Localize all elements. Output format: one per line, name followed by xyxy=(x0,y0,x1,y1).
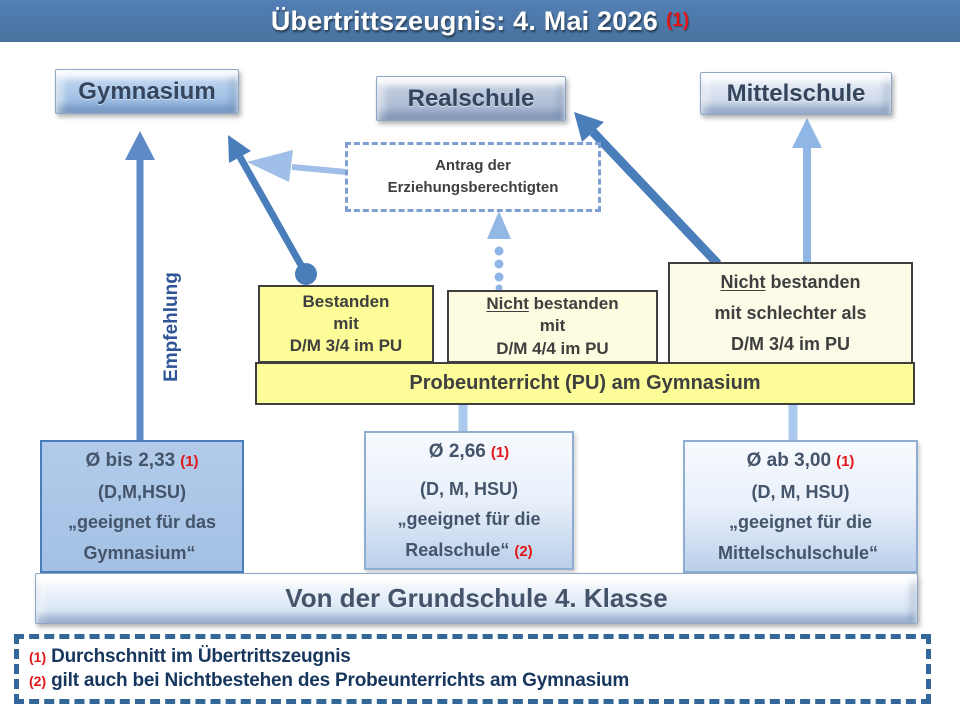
footnote-ref: (2) xyxy=(514,542,533,560)
school-label-realschule: Realschule xyxy=(407,84,535,112)
footnotes-box: (1) Durchschnitt im Übertrittszeugnis (2… xyxy=(14,634,931,704)
pu-result-line3: D/M 3/4 im PU xyxy=(730,333,851,354)
title-footnote-ref: (1) xyxy=(665,10,690,31)
pu-result-line1: bestanden xyxy=(528,294,619,314)
pu-result-line2: mit schlechter als xyxy=(714,303,867,324)
empfehlung-arrow xyxy=(125,131,155,444)
footnote-text: gilt auch bei Nichtbestehen des Probeunt… xyxy=(51,670,630,691)
empfehlung-label: Empfehlung xyxy=(161,272,182,382)
footnote-text: Durchschnitt im Übertrittszeugnis xyxy=(51,646,351,667)
grade-fit-line1: „geeignet für das xyxy=(67,512,217,533)
page-title: Übertrittszeugnis: 4. Mai 2026 xyxy=(270,5,658,36)
school-box-gymnasium: Gymnasium xyxy=(55,69,239,114)
antrag-line1: Antrag der xyxy=(435,156,511,174)
grade-fit-line2: Gymnasium“ xyxy=(83,542,196,563)
antrag-dotted-arrow xyxy=(487,211,511,292)
probeunterricht-bar: Probeunterricht (PU) am Gymnasium xyxy=(255,362,915,405)
school-label-mittelschule: Mittelschule xyxy=(726,79,866,107)
probeunterricht-label: Probeunterricht (PU) am Gymnasium xyxy=(409,372,761,394)
nichtbestanden-to-mittelschule-arrow xyxy=(792,118,822,266)
pu-result-underline: Nicht xyxy=(720,272,766,293)
footnote-marker: (1) xyxy=(29,649,47,665)
grade-fit-line2: Mittelschulschule“ xyxy=(717,542,879,563)
footnote-row-2: (2) gilt auch bei Nichtbestehen des Prob… xyxy=(29,670,926,692)
grade-box-realschule: Ø 2,66(1) (D, M, HSU) „geeignet für die … xyxy=(364,431,574,570)
pu-result-line3: D/M 4/4 im PU xyxy=(496,338,609,358)
title-bar: Übertrittszeugnis: 4. Mai 2026 (1) xyxy=(0,0,960,42)
grundschule-bar: Von der Grundschule 4. Klasse xyxy=(35,573,918,624)
pu-result-underline: Nicht xyxy=(486,294,529,314)
grade-fit-line1: „geeignet für die xyxy=(397,509,541,530)
grundschule-label: Von der Grundschule 4. Klasse xyxy=(285,583,668,613)
footnote-ref: (1) xyxy=(180,453,199,471)
school-label-gymnasium: Gymnasium xyxy=(78,77,216,105)
grade-fit-line1: „geeignet für die xyxy=(728,512,872,533)
pu-result-bestanden: Bestanden mit D/M 3/4 im PU xyxy=(258,285,434,363)
pu-result-line1: Bestanden xyxy=(302,291,390,311)
grade-average: Ø bis 2,33 xyxy=(85,450,176,472)
pu-result-line1: bestanden xyxy=(765,272,861,293)
school-box-realschule: Realschule xyxy=(376,76,566,121)
pu-result-line2: mit xyxy=(539,316,566,336)
grade-subjects: (D,M,HSU) xyxy=(98,482,186,503)
grade-fit-line2: Realschule“ xyxy=(405,539,510,560)
pu-result-line2: mit xyxy=(333,313,359,333)
grade-box-mittelschule: Ø ab 3,00(1) (D, M, HSU) „geeignet für d… xyxy=(683,440,918,573)
grade-average: Ø ab 3,00 xyxy=(746,450,832,472)
antrag-box: Antrag der Erziehungsberechtigten xyxy=(345,142,601,212)
footnote-ref: (1) xyxy=(490,444,510,462)
pu-result-nicht-bestanden-44: Nicht bestanden mit D/M 4/4 im PU xyxy=(447,290,658,363)
pu-result-nicht-bestanden-34: Nicht bestanden mit schlechter als D/M 3… xyxy=(668,262,913,365)
grade-subjects: (D, M, HSU) xyxy=(420,479,518,500)
pu-result-line3: D/M 3/4 im PU xyxy=(289,336,403,356)
footnote-marker: (2) xyxy=(29,673,47,689)
school-box-mittelschule: Mittelschule xyxy=(700,72,892,115)
grade-box-gymnasium: Ø bis 2,33(1) (D,M,HSU) „geeignet für da… xyxy=(40,440,244,573)
antrag-line2: Erziehungsberechtigten xyxy=(387,179,559,196)
grade-average: Ø 2,66 xyxy=(428,441,486,463)
footnote-ref: (1) xyxy=(836,453,855,471)
bestanden-to-gymnasium-arrow xyxy=(228,135,317,285)
grade-subjects: (D, M, HSU) xyxy=(751,482,850,503)
footnote-row-1: (1) Durchschnitt im Übertrittszeugnis xyxy=(29,646,926,668)
